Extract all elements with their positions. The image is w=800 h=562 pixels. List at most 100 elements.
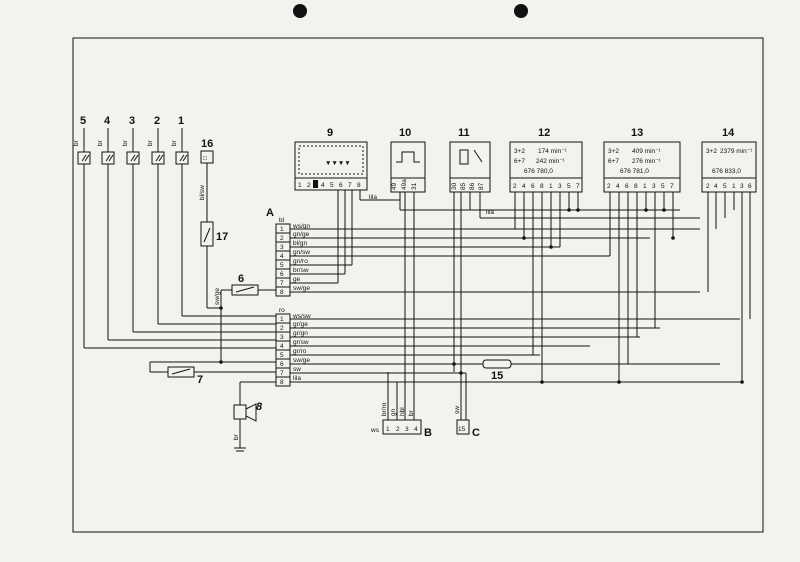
relay-9-diodes: ▼▼▼▼	[325, 160, 351, 167]
wire-label-br: br	[97, 139, 104, 146]
label-12: 12	[538, 127, 550, 139]
label-7: 7	[197, 374, 203, 386]
svg-text:gn/ro: gn/ro	[293, 258, 308, 265]
svg-text:7: 7	[576, 183, 580, 190]
svg-text:3: 3	[280, 334, 284, 341]
svg-text:5: 5	[661, 183, 665, 190]
module-12: 12 3+2 174 min⁻¹ 6+7 242 min⁻¹ 676 780,0…	[509, 127, 583, 382]
wire-label-br: br	[233, 433, 240, 440]
svg-text:49: 49	[391, 182, 398, 190]
component-17: 17	[200, 221, 228, 309]
label-6: 6	[238, 273, 244, 285]
svg-text:5: 5	[567, 183, 571, 190]
svg-text:ge: ge	[293, 276, 301, 283]
sensor-2: 2 br	[147, 115, 165, 324]
svg-text:2: 2	[513, 183, 517, 190]
svg-text:85: 85	[460, 182, 467, 190]
svg-text:6: 6	[748, 183, 752, 190]
svg-text:1: 1	[280, 226, 284, 233]
label-3: 3	[129, 115, 135, 127]
connector-a-pin-6: 6 br/sw	[276, 267, 345, 279]
wire-label-br: br	[122, 139, 129, 146]
horn-bell	[245, 403, 257, 422]
connector-b-label: B	[424, 427, 432, 439]
svg-text:7: 7	[348, 182, 352, 189]
svg-text:1: 1	[298, 182, 302, 189]
svg-text:gn/sw: gn/sw	[293, 249, 310, 256]
label-5: 5	[80, 115, 86, 127]
label-10: 10	[399, 127, 411, 139]
wire-label-bl-sw: bl/sw	[199, 185, 206, 200]
svg-text:br/ro: br/ro	[381, 402, 388, 416]
svg-text:4: 4	[280, 253, 284, 260]
relay-9-pinbar	[294, 177, 368, 191]
svg-text:2: 2	[396, 426, 400, 433]
connector-a-pin-2: 2 gn/ge	[276, 231, 650, 243]
svg-text:4: 4	[280, 343, 284, 350]
svg-text:7: 7	[280, 280, 284, 287]
svg-text:8: 8	[280, 379, 284, 386]
connector-c-body	[456, 419, 470, 435]
svg-text:3+2: 3+2	[514, 148, 525, 155]
svg-text:8: 8	[540, 183, 544, 190]
svg-text:3: 3	[405, 426, 409, 433]
sensor-3: 3 br	[122, 115, 140, 332]
svg-text:6: 6	[625, 183, 629, 190]
connector-ro-pin-3: 3 gr/gn	[133, 330, 640, 342]
connector-c-label: C	[472, 427, 480, 439]
svg-text:2: 2	[280, 325, 284, 332]
connector-b-color: ws	[370, 427, 380, 434]
wire-label-lila: lila	[486, 209, 494, 216]
svg-text:4: 4	[714, 183, 718, 190]
svg-text:8: 8	[357, 182, 361, 189]
svg-text:sw: sw	[454, 406, 461, 414]
svg-text:2: 2	[280, 235, 284, 242]
connector-ro-pin-2: 2gr/ge	[158, 321, 660, 333]
label-16: 16	[201, 138, 213, 150]
svg-text:1: 1	[386, 426, 390, 433]
svg-text:3: 3	[740, 183, 744, 190]
connector-a-pin-5: 5gn/ro	[276, 258, 352, 270]
svg-text:276 min⁻¹: 276 min⁻¹	[632, 158, 662, 165]
svg-text:ws/gn: ws/gn	[292, 223, 310, 230]
label-2: 2	[154, 115, 160, 127]
svg-text:31: 31	[411, 182, 418, 190]
binder-hole-left	[293, 4, 307, 18]
component-16-mark: □	[203, 155, 207, 162]
sensor-4: 4 br	[97, 115, 115, 340]
label-9: 9	[327, 127, 333, 139]
svg-text:2379 min⁻¹: 2379 min⁻¹	[720, 148, 753, 155]
sensor-5: 5 br	[73, 115, 91, 348]
label-1: 1	[178, 115, 184, 127]
svg-text:6+7: 6+7	[608, 158, 619, 165]
svg-text:86: 86	[469, 182, 476, 190]
svg-text:242 min⁻¹: 242 min⁻¹	[536, 158, 566, 165]
wire-label-br: br	[171, 139, 178, 146]
svg-text:br/sw: br/sw	[293, 267, 309, 274]
svg-text:5: 5	[330, 182, 334, 189]
label-15: 15	[491, 370, 503, 382]
connector-ro-pin-7: 7sw	[200, 366, 466, 378]
svg-text:gn/ge: gn/ge	[293, 231, 310, 238]
wire-label-br: br	[73, 139, 80, 146]
svg-text:6: 6	[280, 271, 284, 278]
svg-text:4: 4	[414, 426, 418, 433]
svg-text:2: 2	[607, 183, 611, 190]
svg-text:6+7: 6+7	[514, 158, 525, 165]
svg-text:30: 30	[451, 182, 458, 190]
wire-label-lila: lila	[369, 194, 377, 201]
svg-text:gr/gn: gr/gn	[293, 330, 308, 337]
svg-text:3+2: 3+2	[706, 148, 717, 155]
svg-text:4: 4	[522, 183, 526, 190]
svg-text:15: 15	[458, 426, 466, 433]
svg-text:8: 8	[280, 289, 284, 296]
wire-label-br: br	[147, 139, 154, 146]
svg-text:4: 4	[616, 183, 620, 190]
svg-text:2: 2	[307, 182, 311, 189]
svg-text:3: 3	[558, 183, 562, 190]
